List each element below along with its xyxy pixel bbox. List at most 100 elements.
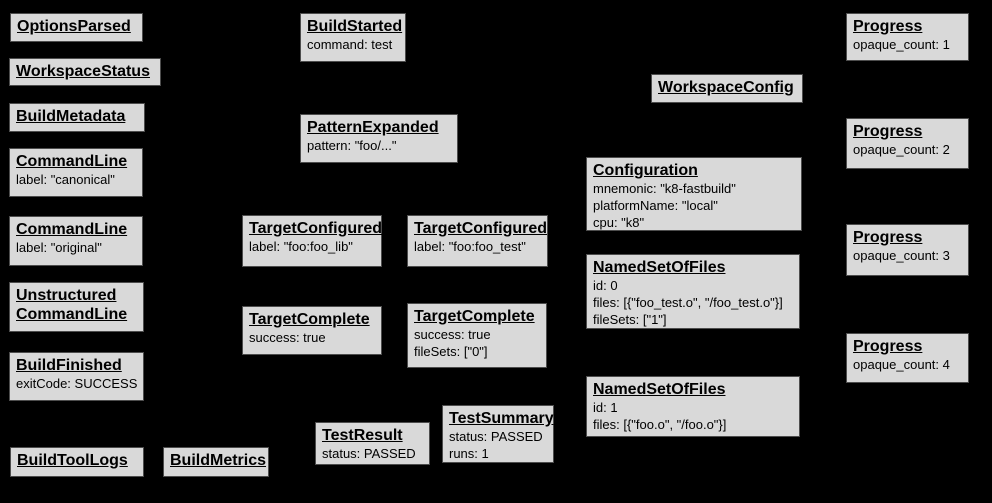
event-box-named-set-of-files-1: NamedSetOfFiles id: 1 files: [{"foo.o", "/…: [586, 376, 800, 437]
event-title: NamedSetOfFiles: [593, 380, 793, 399]
event-title: WorkspaceStatus: [16, 62, 154, 81]
event-box-test-result: TestResult status: PASSED: [315, 422, 430, 465]
event-field: files: [{"foo.o", "/foo.o"}]: [593, 417, 727, 432]
event-title: Progress: [853, 17, 962, 36]
event-title: TargetConfigured: [414, 219, 548, 238]
event-box-build-finished: BuildFinished exitCode: SUCCESS: [9, 352, 144, 401]
event-title: Progress: [853, 228, 962, 247]
event-box-build-metrics: BuildMetrics: [163, 447, 269, 477]
event-field: fileSets: ["1"]: [593, 312, 667, 327]
event-field: success: true: [249, 330, 326, 345]
event-title-line: BuildStarted: [307, 18, 403, 35]
event-title: BuildToolLogs: [17, 451, 137, 470]
event-title: Progress: [853, 122, 962, 141]
event-title: CommandLine: [16, 220, 136, 239]
event-box-workspace-config: WorkspaceConfig: [651, 74, 803, 103]
event-title: NamedSetOfFiles: [593, 258, 793, 277]
event-field: label: "foo:foo_test": [414, 239, 526, 254]
event-field: pattern: "foo/...": [307, 138, 397, 153]
event-box-command-line-original: CommandLine label: "original": [9, 216, 143, 266]
event-title-line: Progress: [853, 229, 923, 246]
event-box-progress-3: Progress opaque_count: 3: [846, 224, 969, 276]
event-title-line: NamedSetOfFiles: [593, 381, 726, 398]
event-title-line: WorkspaceStatus: [16, 63, 150, 80]
event-title: BuildStarted: [307, 17, 403, 36]
event-title-line: NamedSetOfFiles: [593, 259, 726, 276]
event-box-build-tool-logs: BuildToolLogs: [10, 447, 144, 477]
event-field: exitCode: SUCCESS: [16, 376, 138, 391]
event-field: mnemonic: "k8-fastbuild": [593, 181, 736, 196]
event-title-line: TestSummary: [449, 410, 554, 427]
event-title-line: OptionsParsed: [17, 18, 131, 35]
event-title-line: Progress: [853, 338, 923, 355]
event-box-pattern-expanded: PatternExpanded pattern: "foo/...": [300, 114, 458, 163]
event-box-build-metadata: BuildMetadata: [9, 103, 145, 132]
event-field: id: 1: [593, 400, 618, 415]
event-field: files: [{"foo_test.o", "/foo_test.o"}]: [593, 295, 783, 310]
event-title-line: TargetComplete: [249, 311, 370, 328]
event-box-options-parsed: OptionsParsed: [10, 13, 143, 42]
event-title: BuildMetadata: [16, 107, 138, 126]
event-title-line: TargetConfigured: [414, 220, 548, 237]
event-box-named-set-of-files-0: NamedSetOfFiles id: 0 files: [{"foo_test.o…: [586, 254, 800, 329]
event-title: TargetComplete: [414, 307, 540, 326]
event-box-progress-4: Progress opaque_count: 4: [846, 333, 969, 383]
event-field: id: 0: [593, 278, 618, 293]
event-field: command: test: [307, 37, 393, 52]
event-title: TargetConfigured: [249, 219, 383, 238]
event-title: CommandLine: [16, 152, 136, 171]
event-title-line: TargetComplete: [414, 308, 535, 325]
event-field: success: true: [414, 327, 491, 342]
event-field: cpu: "k8": [593, 215, 645, 230]
event-title-line: PatternExpanded: [307, 119, 439, 136]
event-title-line: CommandLine: [16, 306, 128, 323]
event-field: status: PASSED: [322, 446, 416, 461]
event-title-line: WorkspaceConfig: [658, 79, 794, 96]
event-title-line: TargetConfigured: [249, 220, 383, 237]
event-title: BuildFinished: [16, 356, 137, 375]
event-field: opaque_count: 1: [853, 37, 950, 52]
event-title-line: CommandLine: [16, 153, 128, 170]
event-field: platformName: "local": [593, 198, 718, 213]
event-box-progress-2: Progress opaque_count: 2: [846, 118, 969, 169]
event-box-target-complete-foo-lib: TargetComplete success: true: [242, 306, 382, 355]
event-box-build-started: BuildStarted command: test: [300, 13, 406, 62]
event-title: Configuration: [593, 161, 795, 180]
event-title: BuildMetrics: [170, 451, 267, 470]
event-field: opaque_count: 3: [853, 248, 950, 263]
event-title: TestResult: [322, 426, 423, 445]
event-title-line: Progress: [853, 18, 923, 35]
event-title-line: Unstructured: [16, 287, 117, 304]
event-title-line: CommandLine: [16, 221, 128, 238]
event-box-target-complete-foo-test: TargetComplete success: true fileSets: ["0…: [407, 303, 547, 368]
event-title-line: BuildMetrics: [170, 452, 267, 469]
event-title: TestSummary: [449, 409, 554, 428]
event-title: Progress: [853, 337, 962, 356]
event-field: label: "canonical": [16, 172, 115, 187]
event-box-progress-1: Progress opaque_count: 1: [846, 13, 969, 61]
event-title: PatternExpanded: [307, 118, 451, 137]
event-field: opaque_count: 4: [853, 357, 950, 372]
event-title-line: TestResult: [322, 427, 403, 444]
event-box-workspace-status: WorkspaceStatus: [9, 58, 161, 86]
event-title: OptionsParsed: [17, 17, 136, 36]
event-title: TargetComplete: [249, 310, 375, 329]
event-title-line: BuildFinished: [16, 357, 122, 374]
event-title-line: BuildMetadata: [16, 108, 126, 125]
event-field: label: "original": [16, 240, 102, 255]
event-title-line: Progress: [853, 123, 923, 140]
event-title-line: BuildToolLogs: [17, 452, 128, 469]
event-field: fileSets: ["0"]: [414, 344, 488, 359]
event-box-test-summary: TestSummary status: PASSED runs: 1: [442, 405, 554, 463]
event-box-configuration: Configuration mnemonic: "k8-fastbuild" pla…: [586, 157, 802, 231]
event-title: WorkspaceConfig: [658, 78, 796, 97]
event-field: opaque_count: 2: [853, 142, 950, 157]
event-field: status: PASSED: [449, 429, 543, 444]
event-title-line: Configuration: [593, 162, 698, 179]
event-field: runs: 1: [449, 446, 489, 461]
event-box-target-configured-foo-test: TargetConfigured label: "foo:foo_test": [407, 215, 548, 267]
